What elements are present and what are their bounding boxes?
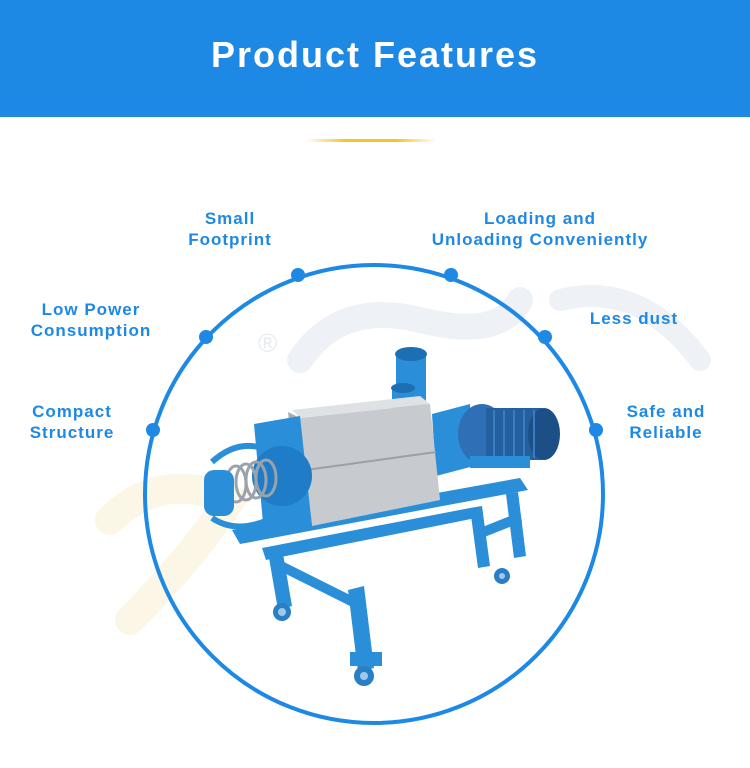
feature-circle — [143, 263, 605, 725]
feature-small-footprint-line1: Small — [204, 209, 256, 228]
feature-safe-reliable-line2: Reliable — [629, 423, 703, 442]
feature-low-power-line1: Low Power — [41, 300, 141, 319]
dot-loading-unloading — [444, 268, 458, 282]
feature-compact-structure: Compact Structure — [12, 401, 132, 443]
feature-low-power-line2: Consumption — [30, 321, 152, 340]
feature-less-dust: Less dust — [574, 308, 694, 329]
feature-loading-unloading-line2: Unloading Conveniently — [431, 230, 649, 249]
feature-low-power: Low Power Consumption — [16, 299, 166, 341]
gear-motor — [458, 404, 560, 468]
dot-safe-reliable — [589, 423, 603, 437]
feature-safe-reliable-line1: Safe and — [626, 402, 706, 421]
registered-mark: ® — [258, 328, 277, 358]
dot-compact-structure — [146, 423, 160, 437]
feature-safe-reliable: Safe and Reliable — [606, 401, 726, 443]
feature-small-footprint-line2: Footprint — [188, 230, 272, 249]
machine-casters — [273, 568, 510, 686]
dot-low-power — [199, 330, 213, 344]
feature-compact-structure-line2: Structure — [29, 423, 115, 442]
dot-small-footprint — [291, 268, 305, 282]
feature-small-footprint: Small Footprint — [170, 208, 290, 250]
feature-compact-structure-line1: Compact — [32, 402, 112, 421]
feature-loading-unloading-line1: Loading and — [483, 209, 597, 228]
feature-loading-unloading: Loading and Unloading Conveniently — [412, 208, 668, 250]
dot-less-dust — [538, 330, 552, 344]
page-title: Product Features — [210, 34, 540, 75]
screw-press-machine-illustration — [204, 347, 560, 686]
header-banner: Product Features — [0, 0, 750, 117]
spring-cap — [204, 470, 234, 516]
spring-assembly — [224, 458, 278, 504]
feature-less-dust-line1: Less dust — [589, 309, 679, 328]
accent-divider — [306, 139, 436, 142]
